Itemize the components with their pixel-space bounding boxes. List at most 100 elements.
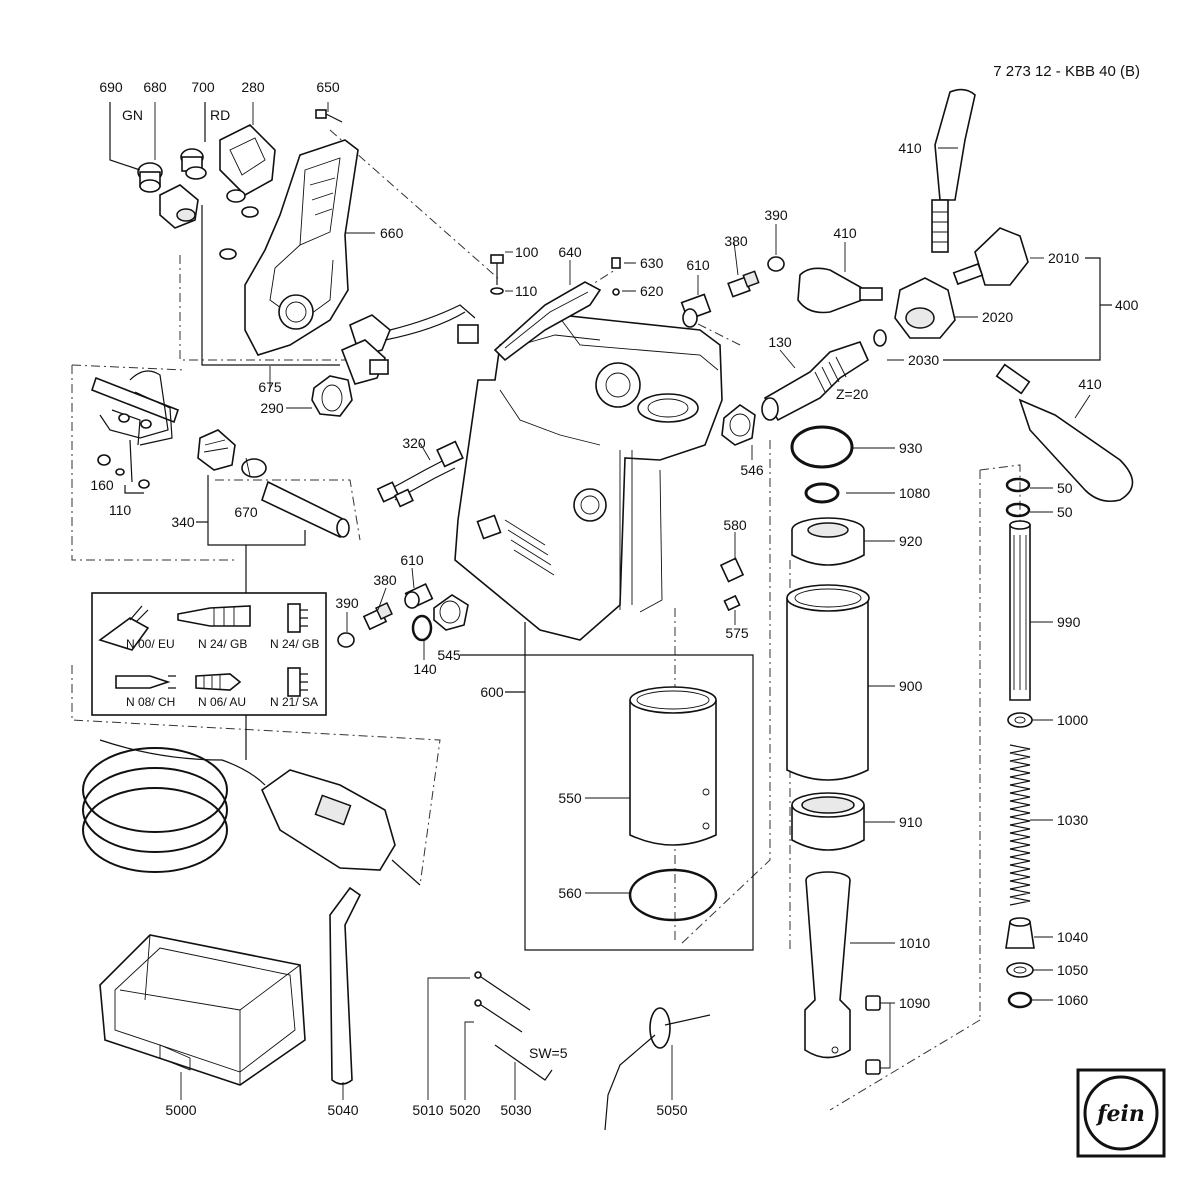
- part-690-gn-button: [137, 162, 163, 193]
- part-100-screw: [490, 254, 504, 295]
- part-630-620-pins: [611, 257, 621, 296]
- part-990-spline-shaft: [1009, 520, 1031, 701]
- label-5000: 5000: [165, 1102, 196, 1118]
- part-930-circlip: [790, 425, 854, 469]
- label-990: 990: [1057, 614, 1081, 630]
- part-140-circlip: [411, 614, 433, 642]
- part-1030-spring: [1009, 744, 1031, 906]
- part-410-handle-right: [995, 363, 1134, 503]
- label-600: 600: [480, 684, 504, 700]
- label-50: 50: [1057, 504, 1073, 520]
- part-1040-sleeve: [1005, 917, 1035, 949]
- plug-gb-a-icon: [177, 605, 251, 627]
- label-160: 160: [90, 477, 114, 493]
- part-2010-knob: [952, 227, 1029, 286]
- part-660-handle-housing: [244, 139, 359, 356]
- plug-gb-b-icon: [287, 603, 308, 633]
- document-code: 7 273 12 - KBB 40 (B): [993, 63, 1140, 80]
- group-brackets: [109, 102, 1112, 951]
- label-410: 410: [1078, 376, 1102, 392]
- label-910: 910: [899, 814, 923, 830]
- label-5010: 5010: [412, 1102, 443, 1118]
- plug-eu-icon: [98, 605, 150, 651]
- label-50: 50: [1057, 480, 1073, 496]
- label-2030: 2030: [908, 352, 939, 368]
- label-140: 140: [413, 661, 437, 677]
- part-410-handle-left: [797, 267, 883, 314]
- part-675-switch-assembly: [340, 304, 479, 385]
- label-580: 580: [723, 517, 747, 533]
- label-130: 130: [768, 334, 792, 350]
- part-280-switch: [219, 124, 276, 196]
- plug-label: N 06/ AU: [198, 695, 246, 709]
- label-1030: 1030: [1057, 812, 1088, 828]
- label-560: 560: [558, 885, 582, 901]
- cable-clamp-assembly: [91, 370, 179, 489]
- label-670: 670: [234, 504, 258, 520]
- part-550-sleeve: [629, 686, 717, 846]
- part-640-handle-cover: [493, 281, 602, 362]
- part-5000-case: [99, 934, 306, 1086]
- label-5050: 5050: [656, 1102, 687, 1118]
- motor-housing: [454, 314, 723, 641]
- part-340-cable-gland: [197, 429, 350, 539]
- label-2010: 2010: [1048, 250, 1079, 266]
- leader-lines: [154, 102, 1091, 1100]
- part-5030-hex-key: [494, 1044, 553, 1081]
- label-400: 400: [1115, 297, 1139, 313]
- label-690: 690: [99, 79, 123, 95]
- part-5050-ejector: [604, 1007, 711, 1131]
- label-340: 340: [171, 514, 195, 530]
- label-410: 410: [833, 225, 857, 241]
- part-320-harness: [376, 440, 464, 508]
- part-610-left-knob: [404, 583, 434, 609]
- plug-label: N 24/ GB: [270, 637, 319, 651]
- plug-ch-icon: [115, 675, 176, 689]
- label-380: 380: [373, 572, 397, 588]
- label-320: 320: [402, 435, 426, 451]
- label-650: 650: [316, 79, 340, 95]
- part-410-handle-upper: [931, 88, 976, 253]
- plug-label: N 00/ EU: [126, 637, 175, 651]
- part-number-labels: 690 680 700 280 650 GN RD 660 675 290 10…: [90, 79, 1138, 1118]
- note-sw5: SW=5: [529, 1045, 568, 1061]
- part-560-ring: [628, 868, 718, 922]
- label-110: 110: [515, 283, 538, 299]
- part-380-left: [362, 602, 393, 631]
- label-410: 410: [898, 140, 922, 156]
- plug-label: N 08/ CH: [126, 695, 175, 709]
- part-575-pin: [723, 594, 741, 612]
- label-390: 390: [335, 595, 359, 611]
- part-1060-circlip: [1007, 991, 1033, 1009]
- label-110: 110: [109, 502, 132, 518]
- label-900: 900: [899, 678, 923, 694]
- part-920-bearing: [791, 517, 865, 566]
- plug-label: N 21/ SA: [270, 695, 318, 709]
- part-650-screw: [315, 109, 343, 123]
- part-2020-hub: [894, 277, 956, 339]
- note-z20: Z=20: [836, 386, 869, 402]
- fein-logo: fein: [1076, 1068, 1166, 1158]
- label-620: 620: [640, 283, 664, 299]
- label-1080: 1080: [899, 485, 930, 501]
- plug-variants-box: N 00/ EU N 24/ GB N 24/ GB N 08/ CH N 06…: [91, 592, 327, 716]
- power-cord-prcd: [82, 739, 421, 886]
- part-580-knob: [719, 557, 745, 583]
- label-290: 290: [260, 400, 284, 416]
- plug-au-icon: [195, 673, 242, 691]
- part-50-rings: [1005, 477, 1031, 518]
- label-575: 575: [725, 625, 749, 641]
- part-700-rd-button: [180, 148, 207, 180]
- label-930: 930: [899, 440, 923, 456]
- part-390-top: [767, 256, 785, 272]
- label-280: 280: [241, 79, 265, 95]
- part-5010-pin: [474, 971, 531, 1011]
- label-660: 660: [380, 225, 404, 241]
- label-610: 610: [686, 257, 710, 273]
- part-2030-washer: [873, 329, 887, 347]
- label-550: 550: [558, 790, 582, 806]
- part-1000-washer: [1007, 712, 1033, 728]
- label-1050: 1050: [1057, 962, 1088, 978]
- label-5030: 5030: [500, 1102, 531, 1118]
- part-380-top: [727, 270, 760, 298]
